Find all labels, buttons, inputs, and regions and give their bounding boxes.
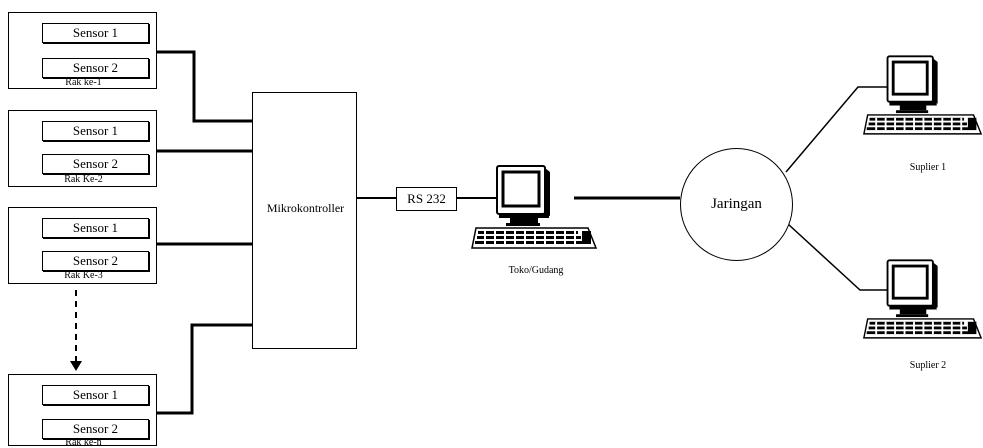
rack-label: Rak Ke-2 xyxy=(64,174,103,185)
microcontroller-label: Mikrokontroller xyxy=(266,201,345,215)
rs232-box: RS 232 xyxy=(396,187,457,211)
sensor-2-box: Sensor 2 xyxy=(42,251,149,271)
computer-icon xyxy=(863,259,983,339)
supplier-2-label: Suplier 2 xyxy=(909,360,947,371)
wire-rack-1 xyxy=(157,50,252,123)
rack-3: Sensor 1 Sensor 2 Rak Ke-3 xyxy=(8,207,157,284)
rack-label: Rak ke-n xyxy=(65,437,102,448)
sensor-2-box: Sensor 2 xyxy=(42,154,149,174)
rack-n: Sensor 1 Sensor 2 Rak ke-n xyxy=(8,374,157,448)
supplier-2-computer-icon xyxy=(862,256,983,346)
wire-rack-n xyxy=(157,323,252,415)
wire-network-supplier-2 xyxy=(787,223,892,291)
sensor-1-box: Sensor 1 xyxy=(42,121,149,141)
store-label: Toko/Gudang xyxy=(508,265,564,276)
sensor-1-box: Sensor 1 xyxy=(42,23,149,43)
rack-1: Sensor 1 Sensor 2 Rak ke-1 xyxy=(8,12,157,89)
computer-icon xyxy=(471,165,598,249)
rack-label: Rak Ke-3 xyxy=(64,270,103,281)
sensor-2-box: Sensor 2 xyxy=(42,419,149,439)
supplier-1-label: Suplier 1 xyxy=(909,162,947,173)
dashed-arrowhead xyxy=(70,361,82,371)
sensor-1-box: Sensor 1 xyxy=(42,218,149,238)
network-circle: Jaringan xyxy=(680,148,793,261)
microcontroller-box: Mikrokontroller xyxy=(252,92,357,349)
store-computer-icon xyxy=(470,164,598,254)
supplier-1-computer-icon xyxy=(862,52,983,142)
sensor-1-box: Sensor 1 xyxy=(42,385,149,405)
computer-icon xyxy=(863,55,983,135)
sensor-2-box: Sensor 2 xyxy=(42,58,149,78)
wire-network-supplier-1 xyxy=(785,86,890,173)
rack-label: Rak ke-1 xyxy=(65,77,102,88)
rack-2: Sensor 1 Sensor 2 Rak Ke-2 xyxy=(8,110,157,187)
